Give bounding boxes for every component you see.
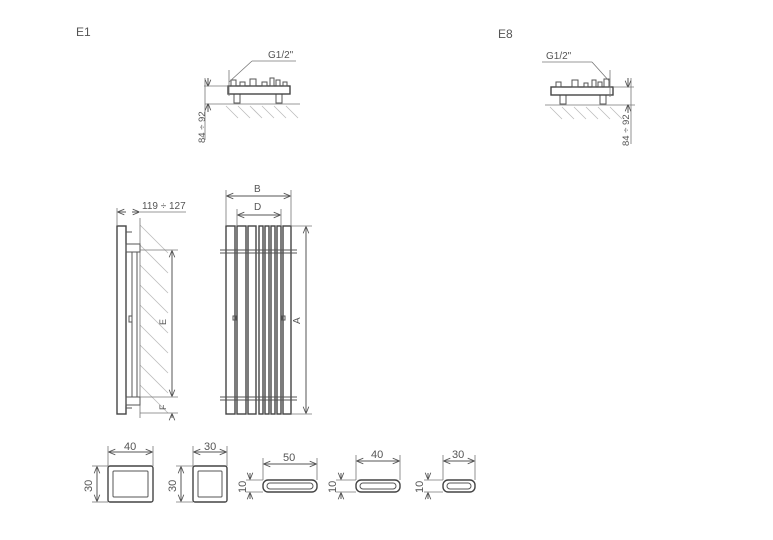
profile-5-height: 10 — [414, 481, 426, 493]
dim-e-label: E — [158, 319, 168, 325]
e8-wall-hatching — [549, 106, 623, 120]
dim-f-label: F — [158, 404, 168, 410]
profile-2-height: 30 — [167, 480, 179, 492]
profile-2-width: 30 — [204, 441, 216, 453]
e1-thread-label: G1/2" — [268, 50, 294, 61]
front-profile-5 — [264, 225, 270, 415]
side-bracket-top — [125, 243, 141, 253]
profile-30x10: 30 10 — [414, 449, 476, 499]
e1-radiator-section — [227, 85, 291, 95]
profile-30x30: 30 30 — [167, 441, 228, 503]
wall-distance-label: 119 ÷ 127 — [142, 201, 186, 212]
profile-50x10: 50 10 — [237, 452, 318, 499]
profile-4-width: 40 — [371, 449, 383, 461]
profile-4-height: 10 — [327, 481, 339, 493]
e1-thread-leader — [228, 60, 253, 83]
front-profile-4 — [258, 225, 264, 415]
e8-label: E8 — [498, 27, 513, 41]
e1-bracket-left — [233, 93, 241, 104]
profile-40x10: 40 10 — [327, 449, 401, 499]
profile-1-width: 40 — [124, 441, 136, 453]
front-view: B D A — [220, 184, 312, 415]
profile-1-height: 30 — [83, 480, 95, 492]
e1-top-view: E1 G1/2" 84 ÷ 92 — [76, 25, 300, 143]
profile-5-width: 30 — [452, 449, 464, 461]
e8-depth-label: 84 ÷ 92 — [621, 114, 632, 146]
front-profile-7 — [276, 225, 282, 415]
profile-40x30: 40 30 — [83, 441, 154, 503]
e8-bracket-left — [559, 94, 567, 105]
e1-label: E1 — [76, 25, 91, 39]
e8-top-view: E8 G1/2" 84 ÷ 92 — [498, 27, 635, 146]
dim-a-label: A — [292, 317, 303, 324]
front-profile-6 — [270, 225, 276, 415]
side-view: 119 ÷ 127 E F — [116, 201, 186, 418]
side-radiator-body — [116, 225, 127, 415]
e8-thread-label: G1/2" — [546, 51, 572, 62]
e8-thread-leader — [591, 61, 611, 83]
dim-b-label: B — [254, 184, 261, 195]
dim-d-label: D — [254, 202, 261, 213]
e1-depth-label: 84 ÷ 92 — [197, 111, 208, 143]
profile-3-height: 10 — [237, 481, 249, 493]
profile-3-width: 50 — [283, 452, 295, 464]
side-bracket-bottom — [125, 396, 141, 406]
front-profile-3 — [247, 225, 257, 415]
e1-bracket-right — [275, 93, 283, 104]
e8-radiator-section — [550, 86, 614, 96]
e8-bracket-right — [599, 94, 607, 105]
front-profile-2 — [236, 225, 247, 415]
e1-wall-hatching — [225, 105, 299, 119]
